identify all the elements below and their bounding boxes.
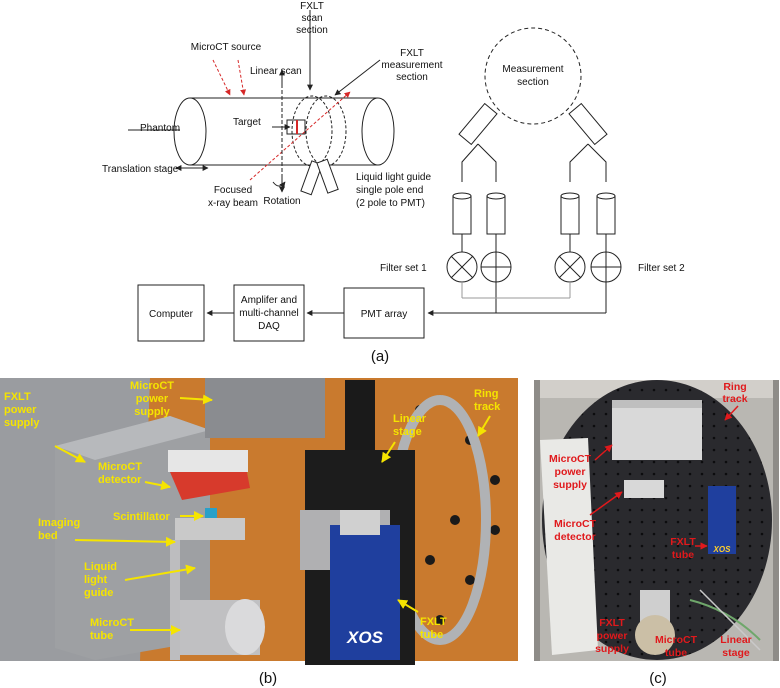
label-fxlt-meas-3: section — [396, 72, 428, 83]
filter-cylinders — [452, 192, 616, 235]
b-label-ring-2: track — [474, 401, 501, 413]
label-fxlt-scan-1: FXLT — [300, 1, 324, 12]
label-target: Target — [233, 117, 261, 128]
b-label-mct-det-2: detector — [98, 474, 142, 486]
panel-a-schematic: FXLT scan section MicroCT source Linear … — [102, 1, 685, 365]
panel-c-photo: XOS Ring track MicroCT power supply Micr… — [534, 380, 779, 687]
label-linear-scan: Linear scan — [250, 66, 302, 77]
label-filter-set-2: Filter set 2 — [638, 263, 685, 274]
c-label-mct-det-1: MicroCT — [554, 518, 597, 530]
computer-box — [137, 284, 205, 342]
c-label-mct-tube-1: MicroCT — [655, 634, 698, 646]
c-label-ring-1: Ring — [723, 381, 746, 393]
b-label-llg-2: light — [84, 574, 108, 586]
b-label-mct-ps-2: power — [136, 393, 169, 405]
c-label-fxlt-tube-1: FXLT — [670, 536, 696, 548]
c-label-fxlt-tube-2: tube — [672, 549, 694, 561]
c-label-fxlt-ps-3: supply — [595, 643, 629, 655]
c-label-mct-ps-2: power — [555, 466, 586, 478]
label-pmt-array: PMT array — [361, 309, 408, 320]
label-measurement-2: section — [517, 77, 549, 88]
c-label-linear-1: Linear — [720, 634, 752, 646]
label-microct-source: MicroCT source — [191, 42, 262, 53]
c-label-ring-2: track — [722, 393, 747, 405]
b-label-fxlt-tube-1: FXLT — [420, 616, 447, 628]
c-label-fxlt-ps-2: power — [597, 630, 628, 642]
b-label-bed-2: bed — [38, 530, 58, 542]
microct-beam — [212, 59, 351, 181]
c-label-mct-tube-2: tube — [665, 647, 687, 659]
label-daq-2: multi-channel — [239, 308, 298, 319]
c-label-mct-det-2: detector — [554, 531, 595, 543]
panel-c-labels: Ring track MicroCT power supply MicroCT … — [549, 381, 752, 659]
c-label-linear-2: stage — [722, 647, 750, 659]
label-phantom: Phantom — [140, 123, 180, 134]
c-label-fxlt-ps-1: FXLT — [599, 617, 625, 629]
label-measurement-1: Measurement — [502, 64, 563, 75]
label-daq-1: Amplifer and — [241, 295, 297, 306]
label-filter-set-1: Filter set 1 — [380, 263, 427, 274]
b-label-mct-det-1: MicroCT — [98, 461, 142, 473]
label-focused-1: Focused — [214, 185, 252, 196]
b-label-mct-ps-3: supply — [134, 406, 170, 418]
b-label-mct-tube-2: tube — [90, 630, 113, 642]
caption-c: (c) — [649, 670, 667, 687]
phantom-cylinder — [173, 95, 395, 196]
label-translation-stage: Translation stage — [102, 164, 179, 175]
c-label-mct-ps-1: MicroCT — [549, 453, 592, 465]
daq-box — [233, 284, 305, 342]
b-label-linear-1: Linear — [393, 413, 427, 425]
label-llg-3: (2 pole to PMT) — [356, 198, 425, 209]
filter-symbols — [446, 251, 622, 283]
label-fxlt-meas-2: measurement — [381, 60, 442, 71]
xos-logo-b: XOS — [346, 628, 384, 647]
b-label-llg-1: Liquid — [84, 561, 117, 573]
c-label-mct-ps-3: supply — [553, 479, 587, 491]
label-fxlt-scan-3: section — [296, 25, 328, 36]
label-daq-3: DAQ — [258, 321, 280, 332]
b-label-bed-1: Imaging — [38, 517, 80, 529]
b-label-scintillator: Scintillator — [113, 511, 171, 523]
label-fxlt-meas-1: FXLT — [400, 48, 424, 59]
caption-a: (a) — [371, 348, 389, 365]
label-fxlt-scan-2: scan — [301, 13, 322, 24]
b-label-ring-1: Ring — [474, 388, 498, 400]
label-rotation: Rotation — [263, 196, 300, 207]
caption-b: (b) — [259, 670, 277, 687]
label-llg-1: Liquid light guide — [356, 172, 431, 183]
b-label-llg-3: guide — [84, 587, 113, 599]
b-label-mct-ps-1: MicroCT — [130, 380, 174, 392]
xos-logo-c: XOS — [713, 545, 732, 554]
panel-b-labels: FXLT power supply MicroCT power supply L… — [4, 380, 501, 642]
b-label-mct-tube-1: MicroCT — [90, 617, 134, 629]
b-label-fxlt-ps-1: FXLT — [4, 391, 31, 403]
b-label-linear-2: stage — [393, 426, 422, 438]
b-label-fxlt-ps-3: supply — [4, 417, 40, 429]
b-label-fxlt-tube-2: tube — [420, 629, 443, 641]
label-computer: Computer — [149, 309, 194, 320]
label-focused-2: x-ray beam — [208, 198, 258, 209]
panel-b-render: XOS FXLT power supply MicroCT power supp… — [0, 378, 518, 687]
b-label-fxlt-ps-2: power — [4, 404, 37, 416]
label-llg-2: single pole end — [356, 185, 423, 196]
